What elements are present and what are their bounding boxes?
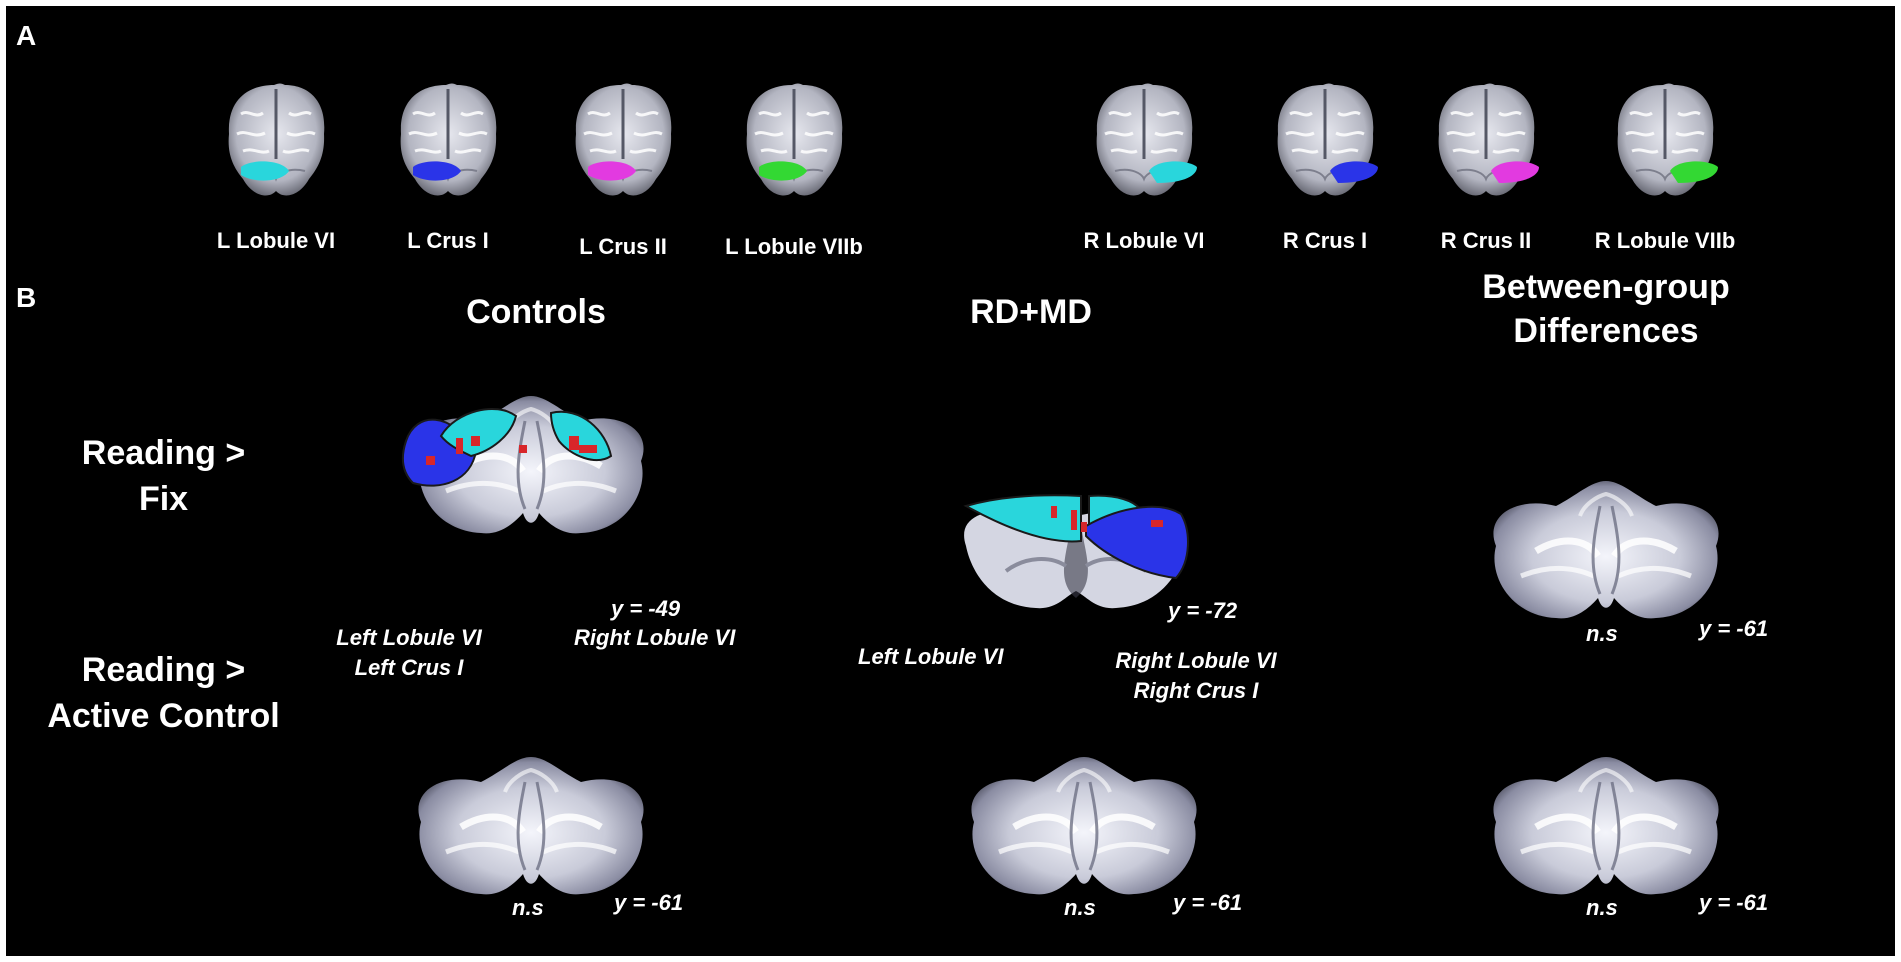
- column-header-controls: Controls: [466, 293, 606, 331]
- row-header-active-line1: Reading >: [81, 651, 246, 689]
- slice-label-fix-controls: y = -49: [611, 596, 681, 621]
- roi-label: R Lobule VI: [1083, 228, 1205, 253]
- panel-a-letter: A: [16, 20, 37, 51]
- roi-thumbnail: [1429, 79, 1543, 204]
- cluster-label-line: Left Crus I: [354, 654, 464, 680]
- cerebellum-active-between: [1476, 752, 1736, 912]
- roi-label: R Crus I: [1282, 228, 1368, 253]
- roi-overlay: [413, 161, 461, 181]
- roi-thumbnail: [391, 79, 505, 204]
- roi-overlay: [1670, 161, 1718, 183]
- roi-overlay: [759, 161, 807, 181]
- roi-thumbnail: [737, 79, 851, 204]
- roi-overlay: [1491, 161, 1539, 183]
- roi-label: R Lobule VIIb: [1594, 228, 1736, 253]
- cluster-label-line: Right Lobule VI: [1115, 648, 1277, 673]
- row-header-active-line2: Active Control: [47, 696, 280, 735]
- cerebellum-fix-controls: [401, 391, 666, 606]
- sig-label-active-rdmd: n.s: [1064, 895, 1096, 920]
- slice-label-fix-between: y = -61: [1699, 616, 1769, 641]
- roi-label: L Lobule VIIb: [725, 234, 863, 259]
- roi-overlay: [1149, 161, 1197, 183]
- column-header-rdmd: RD+MD: [970, 293, 1092, 331]
- row-header-reading-active: Reading > Active Control: [26, 648, 301, 740]
- activation-cluster: [426, 456, 435, 465]
- sig-label-active-controls: n.s: [512, 895, 544, 920]
- roi-thumbnail: [1608, 79, 1722, 204]
- activation-cluster: [579, 445, 597, 453]
- activation-cluster: [1081, 522, 1087, 532]
- activation-cluster: [1071, 510, 1077, 530]
- column-header-between-line2: Differences: [1513, 312, 1699, 351]
- roi-thumbnail: [219, 79, 333, 204]
- roi-label: R Crus II: [1440, 228, 1532, 253]
- slice-label-active-rdmd: y = -61: [1173, 890, 1243, 915]
- roi-label: L Crus I: [407, 228, 489, 253]
- column-header-between: Between-group Differences: [1426, 265, 1786, 353]
- activation-cluster: [456, 438, 463, 454]
- sig-label-fix-between: n.s: [1586, 621, 1618, 646]
- row-header-fix-line2: Fix: [138, 479, 189, 518]
- cluster-label-left-fix-controls: Left Lobule VI Left Crus I: [319, 623, 499, 682]
- cluster-label-left-fix-rdmd: Left Lobule VI: [858, 644, 1004, 669]
- activation-cluster: [471, 436, 480, 446]
- activation-cluster: [519, 445, 527, 453]
- cerebellum-fix-between: [1476, 476, 1736, 641]
- figure-panel: A L Lobule VI L Crus I: [6, 6, 1895, 956]
- cluster-label-right-fix-rdmd: Right Lobule VI Right Crus I: [1096, 646, 1296, 705]
- slice-label-fix-rdmd: y = -72: [1168, 598, 1238, 623]
- row-header-fix-line1: Reading >: [81, 434, 246, 472]
- roi-overlay: [588, 161, 636, 181]
- roi-label: L Crus II: [579, 234, 667, 259]
- slice-label-active-controls: y = -61: [614, 890, 684, 915]
- roi-overlay: [1330, 161, 1378, 183]
- activation-cluster: [1051, 506, 1057, 518]
- row-header-reading-fix: Reading > Fix: [26, 431, 301, 523]
- roi-overlay-right-crus-i: [1085, 505, 1189, 580]
- cluster-label-line: Left Lobule VI: [336, 625, 482, 650]
- column-header-between-line1: Between-group: [1482, 268, 1730, 306]
- roi-overlay: [241, 161, 289, 181]
- cluster-label-right-fix-controls: Right Lobule VI: [574, 625, 736, 650]
- roi-thumbnail: [1268, 79, 1382, 204]
- activation-cluster: [1151, 520, 1163, 527]
- roi-label: L Lobule VI: [216, 228, 336, 253]
- sig-label-active-between: n.s: [1586, 895, 1618, 920]
- roi-thumbnail: [1087, 79, 1201, 204]
- cluster-label-line: Right Crus I: [1133, 677, 1259, 703]
- roi-overlays-fix-rdmd: [963, 494, 1189, 580]
- activation-cluster: [569, 436, 579, 450]
- roi-overlay-left-lobule-vi: [963, 494, 1082, 543]
- slice-label-active-between: y = -61: [1699, 890, 1769, 915]
- roi-thumbnail: [566, 79, 680, 204]
- panel-b-letter: B: [16, 282, 37, 313]
